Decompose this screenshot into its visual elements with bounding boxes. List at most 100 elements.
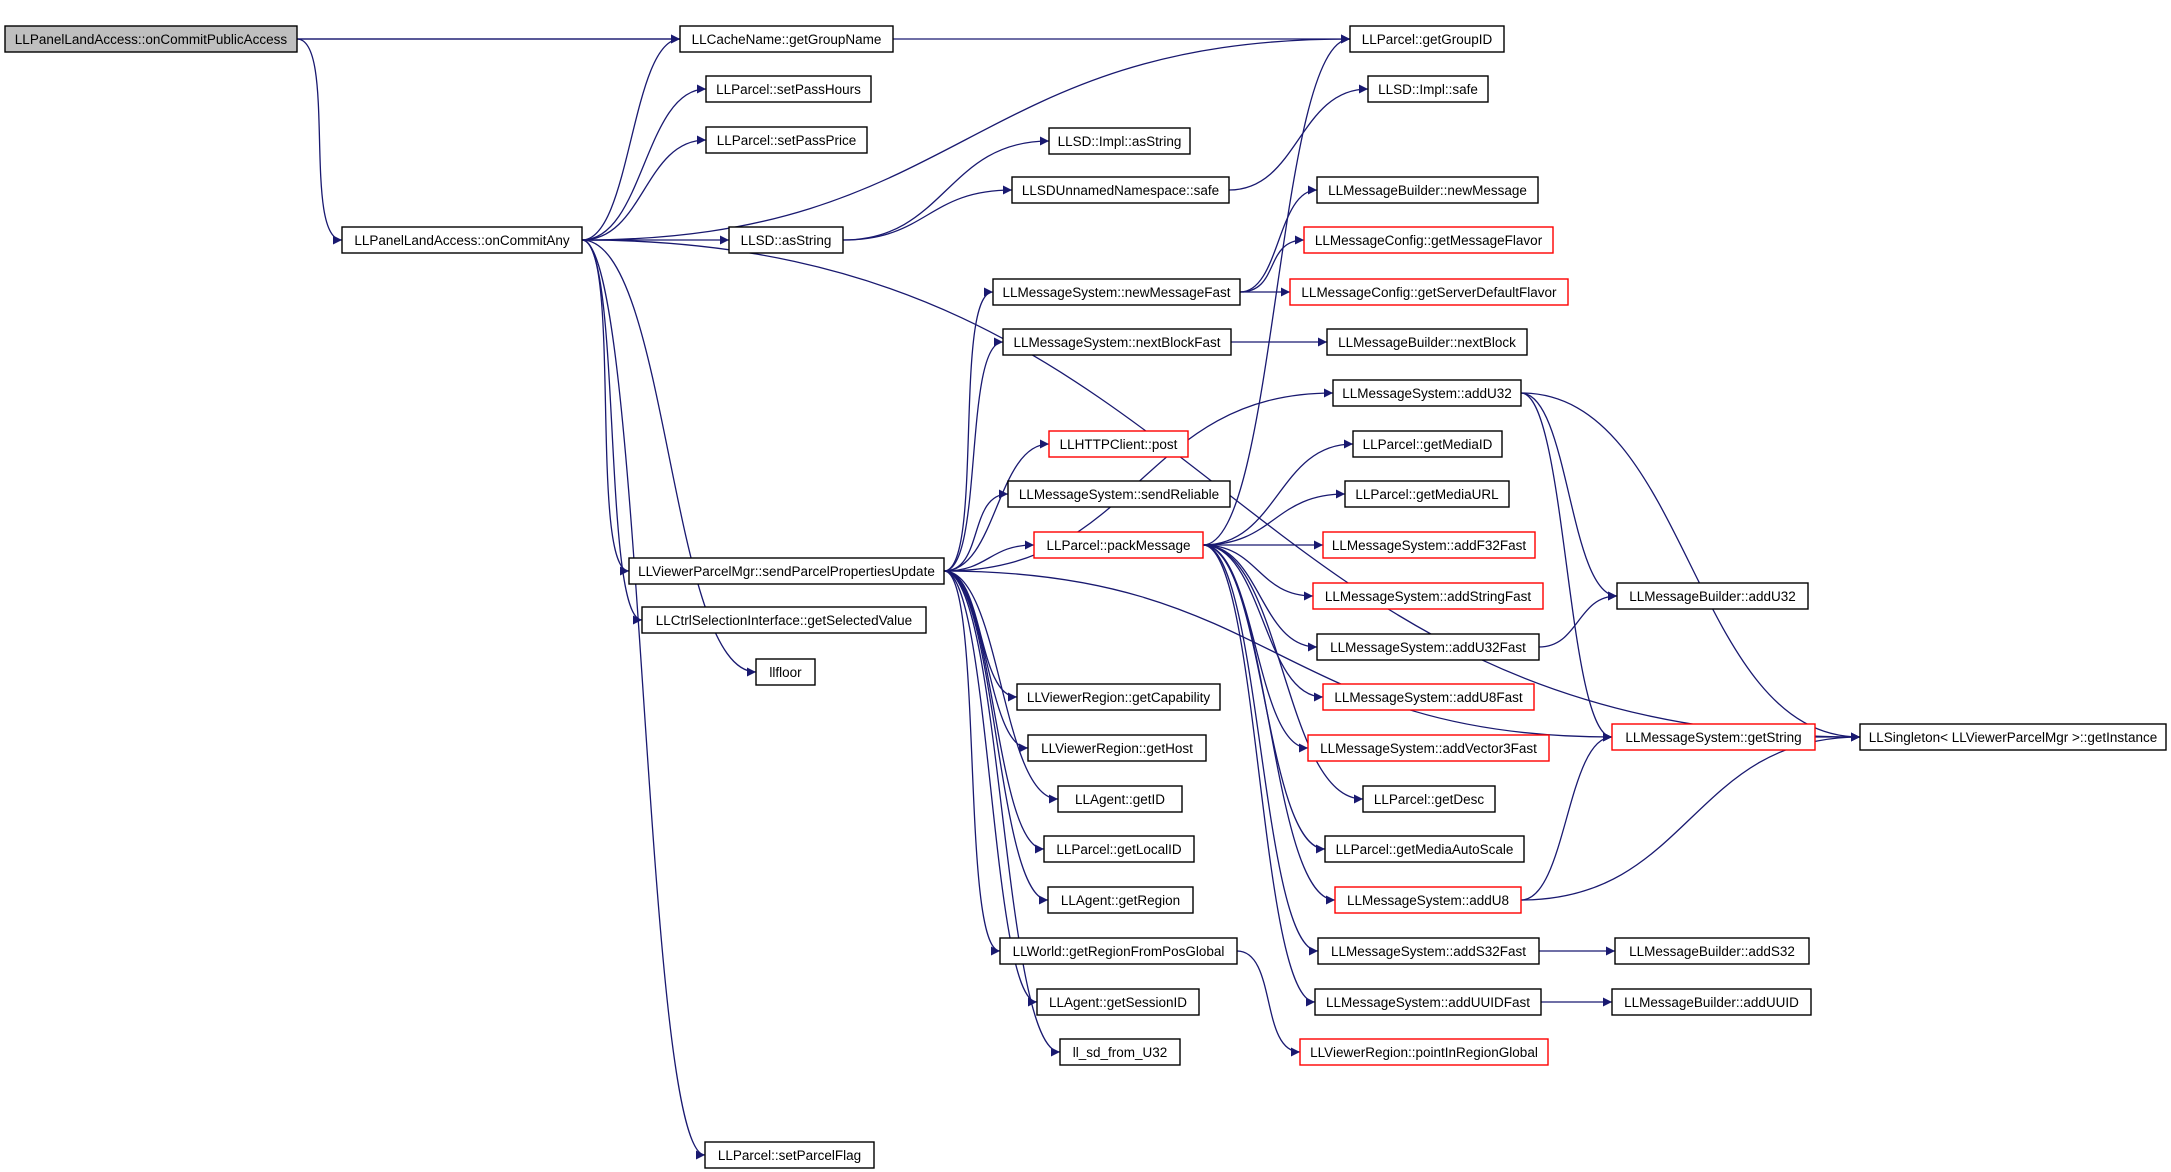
node-region_gethost[interactable]: LLViewerRegion::getHost bbox=[1027, 734, 1207, 762]
node-adds32fast[interactable]: LLMessageSystem::addS32Fast bbox=[1317, 937, 1540, 965]
node-getstring[interactable]: LLMessageSystem::getString bbox=[1611, 723, 1816, 751]
node-sendreliable-box[interactable] bbox=[1007, 480, 1231, 508]
node-parcel_groupid-box[interactable] bbox=[1349, 25, 1505, 53]
node-httpclient_post[interactable]: LLHTTPClient::post bbox=[1048, 430, 1189, 458]
node-msgconfig_flavor[interactable]: LLMessageConfig::getMessageFlavor bbox=[1303, 226, 1554, 254]
node-region_pointinregion-box[interactable] bbox=[1299, 1038, 1549, 1066]
node-world_regionfrompos[interactable]: LLWorld::getRegionFromPosGlobal bbox=[999, 937, 1238, 965]
node-msgbuilder_nextblock[interactable]: LLMessageBuilder::nextBlock bbox=[1326, 328, 1528, 356]
node-nextblockfast[interactable]: LLMessageSystem::nextBlockFast bbox=[1002, 328, 1232, 356]
node-setpassprice[interactable]: LLParcel::setPassPrice bbox=[705, 126, 868, 154]
node-addu32fast-box[interactable] bbox=[1316, 633, 1540, 661]
node-ctrl_selectedvalue-box[interactable] bbox=[641, 606, 927, 634]
node-root[interactable]: LLPanelLandAccess::onCommitPublicAccess bbox=[4, 25, 298, 53]
node-ll_sd_from_u32[interactable]: ll_sd_from_U32 bbox=[1059, 1038, 1181, 1066]
node-setparcelflag-box[interactable] bbox=[704, 1141, 875, 1169]
node-sendreliable[interactable]: LLMessageSystem::sendReliable bbox=[1007, 480, 1231, 508]
node-agent_getid-box[interactable] bbox=[1057, 785, 1183, 813]
node-region_capability-box[interactable] bbox=[1016, 683, 1221, 711]
node-setparcelflag[interactable]: LLParcel::setParcelFlag bbox=[704, 1141, 875, 1169]
node-llsd_asstring-box[interactable] bbox=[728, 226, 844, 254]
node-addu32fast[interactable]: LLMessageSystem::addU32Fast bbox=[1316, 633, 1540, 661]
node-adduuidfast-box[interactable] bbox=[1314, 988, 1542, 1016]
node-agent_getid[interactable]: LLAgent::getID bbox=[1057, 785, 1183, 813]
node-addu32[interactable]: LLMessageSystem::addU32 bbox=[1332, 379, 1522, 407]
node-llsd_impl_safe-box[interactable] bbox=[1367, 75, 1489, 103]
node-llsd_impl_asstring-box[interactable] bbox=[1048, 127, 1191, 155]
node-region_capability[interactable]: LLViewerRegion::getCapability bbox=[1016, 683, 1221, 711]
node-msgbuilder_newmessage-box[interactable] bbox=[1316, 176, 1539, 204]
node-llsd_unnamed_safe-box[interactable] bbox=[1011, 176, 1230, 204]
node-addu8[interactable]: LLMessageSystem::addU8 bbox=[1334, 886, 1522, 914]
node-llfloor[interactable]: llfloor bbox=[755, 658, 816, 686]
node-oncommitany[interactable]: LLPanelLandAccess::onCommitAny bbox=[341, 226, 583, 254]
node-parcel_mediaid[interactable]: LLParcel::getMediaID bbox=[1352, 430, 1503, 458]
node-newmessagefast[interactable]: LLMessageSystem::newMessageFast bbox=[992, 278, 1241, 306]
node-addstringfast[interactable]: LLMessageSystem::addStringFast bbox=[1312, 582, 1544, 610]
node-addvector3fast-box[interactable] bbox=[1307, 734, 1550, 762]
node-world_regionfrompos-box[interactable] bbox=[999, 937, 1238, 965]
node-sendparcelprops[interactable]: LLViewerParcelMgr::sendParcelPropertiesU… bbox=[628, 557, 945, 585]
node-getstring-box[interactable] bbox=[1611, 723, 1816, 751]
node-parcel_mediaurl-box[interactable] bbox=[1344, 480, 1510, 508]
node-packmessage-box[interactable] bbox=[1033, 531, 1204, 559]
node-region_gethost-box[interactable] bbox=[1027, 734, 1207, 762]
node-parcel_localid-box[interactable] bbox=[1043, 835, 1195, 863]
node-sendparcelprops-box[interactable] bbox=[628, 557, 945, 585]
node-setpasshours-box[interactable] bbox=[705, 75, 872, 103]
node-setpassprice-box[interactable] bbox=[705, 126, 868, 154]
node-msgbuilder_adds32[interactable]: LLMessageBuilder::addS32 bbox=[1614, 937, 1810, 965]
node-ctrl_selectedvalue[interactable]: LLCtrlSelectionInterface::getSelectedVal… bbox=[641, 606, 927, 634]
node-parcel_groupid[interactable]: LLParcel::getGroupID bbox=[1349, 25, 1505, 53]
node-packmessage[interactable]: LLParcel::packMessage bbox=[1033, 531, 1204, 559]
node-addf32fast-box[interactable] bbox=[1322, 531, 1536, 559]
node-addu8-box[interactable] bbox=[1334, 886, 1522, 914]
node-root-box[interactable] bbox=[4, 25, 298, 53]
node-msgbuilder_adduuid[interactable]: LLMessageBuilder::addUUID bbox=[1611, 988, 1812, 1016]
node-msgbuilder_adduuid-box[interactable] bbox=[1611, 988, 1812, 1016]
node-cache_groupname[interactable]: LLCacheName::getGroupName bbox=[679, 25, 894, 53]
node-addu32-box[interactable] bbox=[1332, 379, 1522, 407]
node-agent_getregion-box[interactable] bbox=[1047, 886, 1194, 914]
node-addu8fast[interactable]: LLMessageSystem::addU8Fast bbox=[1322, 683, 1535, 711]
node-llfloor-box[interactable] bbox=[755, 658, 816, 686]
node-httpclient_post-box[interactable] bbox=[1048, 430, 1189, 458]
node-llsd_unnamed_safe[interactable]: LLSDUnnamedNamespace::safe bbox=[1011, 176, 1230, 204]
node-newmessagefast-box[interactable] bbox=[992, 278, 1241, 306]
node-adds32fast-box[interactable] bbox=[1317, 937, 1540, 965]
node-parcel_mediaid-box[interactable] bbox=[1352, 430, 1503, 458]
node-parcel_localid[interactable]: LLParcel::getLocalID bbox=[1043, 835, 1195, 863]
node-parcel_getdesc[interactable]: LLParcel::getDesc bbox=[1362, 785, 1496, 813]
node-llsd_impl_asstring[interactable]: LLSD::Impl::asString bbox=[1048, 127, 1191, 155]
node-agent_sessionid[interactable]: LLAgent::getSessionID bbox=[1036, 988, 1200, 1016]
node-adduuidfast[interactable]: LLMessageSystem::addUUIDFast bbox=[1314, 988, 1542, 1016]
node-msgbuilder_nextblock-box[interactable] bbox=[1326, 328, 1528, 356]
node-parcel_mediaautoscale[interactable]: LLParcel::getMediaAutoScale bbox=[1324, 835, 1525, 863]
node-addf32fast[interactable]: LLMessageSystem::addF32Fast bbox=[1322, 531, 1536, 559]
node-addstringfast-box[interactable] bbox=[1312, 582, 1544, 610]
node-msgconfig_flavor-box[interactable] bbox=[1303, 226, 1554, 254]
node-addu8fast-box[interactable] bbox=[1322, 683, 1535, 711]
node-parcel_getdesc-box[interactable] bbox=[1362, 785, 1496, 813]
node-serverdefaultflavor[interactable]: LLMessageConfig::getServerDefaultFlavor bbox=[1289, 278, 1569, 306]
node-nextblockfast-box[interactable] bbox=[1002, 328, 1232, 356]
node-llsd_asstring[interactable]: LLSD::asString bbox=[728, 226, 844, 254]
node-singleton_getinstance-box[interactable] bbox=[1859, 723, 2167, 751]
node-serverdefaultflavor-box[interactable] bbox=[1289, 278, 1569, 306]
node-addvector3fast[interactable]: LLMessageSystem::addVector3Fast bbox=[1307, 734, 1550, 762]
node-agent_sessionid-box[interactable] bbox=[1036, 988, 1200, 1016]
node-cache_groupname-box[interactable] bbox=[679, 25, 894, 53]
node-parcel_mediaautoscale-box[interactable] bbox=[1324, 835, 1525, 863]
node-agent_getregion[interactable]: LLAgent::getRegion bbox=[1047, 886, 1194, 914]
node-singleton_getinstance[interactable]: LLSingleton< LLViewerParcelMgr >::getIns… bbox=[1859, 723, 2167, 751]
node-ll_sd_from_u32-box[interactable] bbox=[1059, 1038, 1181, 1066]
node-msgbuilder_adds32-box[interactable] bbox=[1614, 937, 1810, 965]
node-setpasshours[interactable]: LLParcel::setPassHours bbox=[705, 75, 872, 103]
node-region_pointinregion[interactable]: LLViewerRegion::pointInRegionGlobal bbox=[1299, 1038, 1549, 1066]
node-parcel_mediaurl[interactable]: LLParcel::getMediaURL bbox=[1344, 480, 1510, 508]
node-llsd_impl_safe[interactable]: LLSD::Impl::safe bbox=[1367, 75, 1489, 103]
node-msgbuilder_newmessage[interactable]: LLMessageBuilder::newMessage bbox=[1316, 176, 1539, 204]
node-oncommitany-box[interactable] bbox=[341, 226, 583, 254]
node-msgbuilder_addu32[interactable]: LLMessageBuilder::addU32 bbox=[1616, 582, 1809, 610]
node-msgbuilder_addu32-box[interactable] bbox=[1616, 582, 1809, 610]
